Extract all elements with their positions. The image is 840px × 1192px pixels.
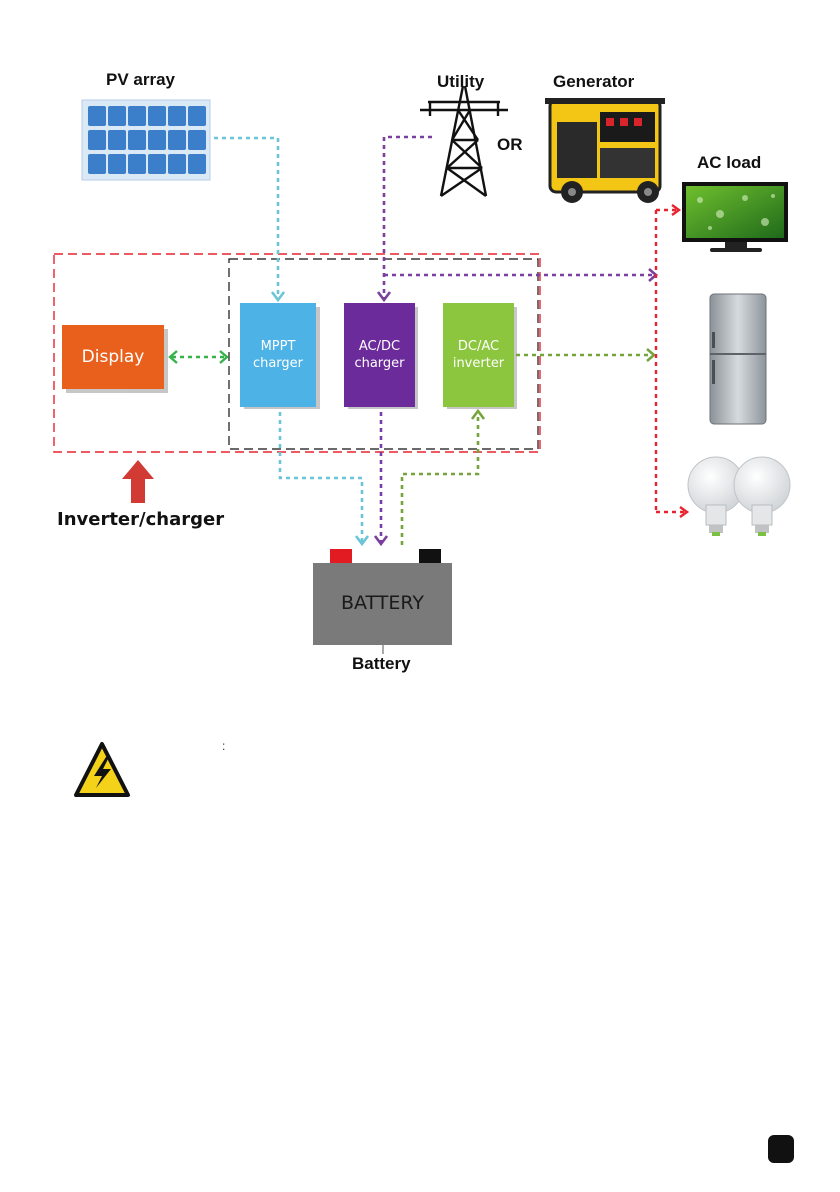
high-voltage-warning-icon (76, 744, 128, 795)
tv-icon (682, 182, 788, 252)
dcac-block-label: DC/AC inverter (443, 303, 514, 407)
inverter-charger-label: Inverter/charger (57, 509, 224, 530)
refrigerator-icon (710, 294, 766, 424)
arrow-up-icon (122, 460, 154, 503)
page-number-badge (768, 1135, 794, 1163)
battery-body-text: BATTERY (313, 592, 452, 614)
utility-label: Utility (437, 72, 484, 92)
mppt-block-label: MPPT charger (240, 303, 316, 407)
ac-load-label: AC load (697, 153, 761, 173)
or-label: OR (497, 135, 523, 155)
pv-array-icon (82, 100, 210, 180)
warning-mark: : (222, 739, 225, 753)
light-bulbs-icon (688, 457, 790, 536)
pv-array-label: PV array (106, 70, 175, 90)
utility-tower-icon (420, 86, 508, 196)
mppt-battery-line (280, 412, 362, 542)
generator-label: Generator (553, 72, 634, 92)
acdc-block-label: AC/DC charger (344, 303, 415, 407)
battery-caption: Battery (352, 654, 411, 674)
generator-icon (545, 98, 665, 203)
display-block-label: Display (62, 325, 164, 389)
battery-inverter-line (402, 414, 478, 545)
pv-line (214, 138, 278, 298)
